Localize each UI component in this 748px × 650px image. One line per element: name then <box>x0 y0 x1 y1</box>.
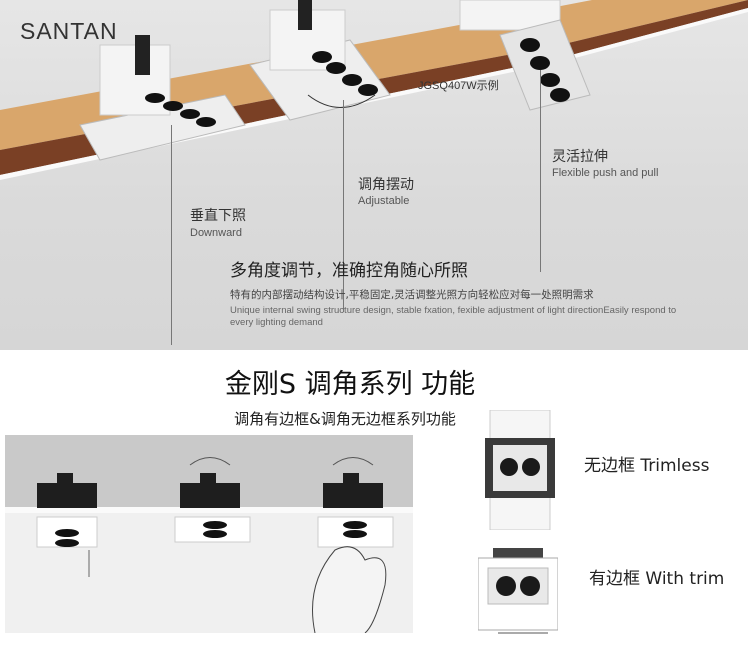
brand-logo: SANTAN <box>20 18 118 44</box>
ceiling-illustration <box>0 0 748 175</box>
description-zh: 特有的内部摆动结构设计,平稳固定,灵活调整光照方向轻松应对每一处照明需求 <box>230 289 594 301</box>
fixture-straight <box>36 473 98 577</box>
leader-line <box>171 125 172 345</box>
section-subtitle: 调角有边框&调角无边框系列功能 <box>234 410 456 428</box>
feature-adjustable-en: Adjustable <box>358 195 410 207</box>
label-with-trim: 有边框 With trim <box>589 569 725 589</box>
feature-pull-en: Flexible push and pull <box>552 167 659 179</box>
feature-downward-zh: 垂直下照 <box>190 208 246 224</box>
hero-banner: SANTAN JGSQ407W示例 垂直下照 Downward 调角摆动 Adj… <box>0 0 748 350</box>
hand-illustration <box>312 546 387 633</box>
adjustment-diagram <box>5 435 413 633</box>
trimless-product-image <box>485 410 555 530</box>
leader-line <box>540 70 541 272</box>
description-en: Unique internal swing structure design, … <box>230 305 677 328</box>
headline: 多角度调节，准确控角随心所照 <box>230 261 468 281</box>
feature-downward-en: Downward <box>190 227 242 239</box>
fixture-pulled <box>312 457 394 633</box>
section-title: 金刚S 调角系列 功能 <box>224 369 476 400</box>
leader-line <box>343 100 344 312</box>
downlight-pull <box>459 0 591 111</box>
feature-pull-zh: 灵活拉伸 <box>552 149 608 165</box>
feature-adjustable-zh: 调角摆动 <box>358 177 414 193</box>
label-trimless: 无边框 Trimless <box>584 456 710 476</box>
with-trim-product-image <box>478 548 558 634</box>
downlight-adjustable <box>249 0 391 121</box>
downlight-downward <box>79 35 246 161</box>
model-label: JGSQ407W示例 <box>418 80 499 92</box>
fixture-tilted <box>174 457 251 543</box>
